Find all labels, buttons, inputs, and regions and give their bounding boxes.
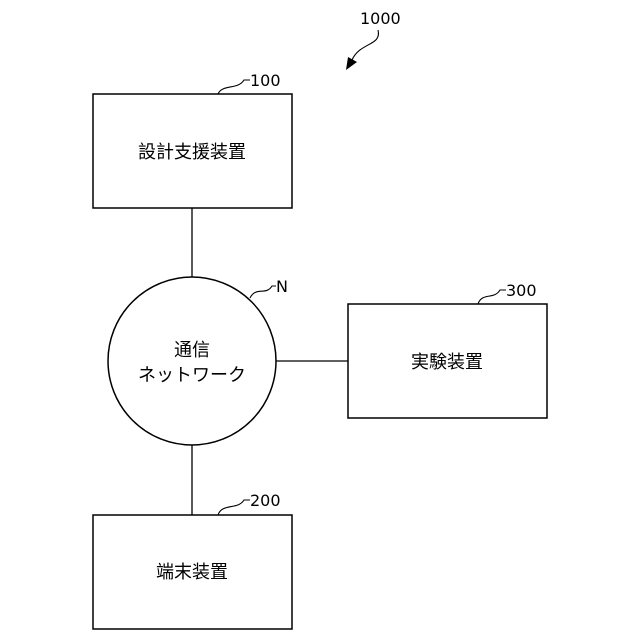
- network-label-line2: ネットワーク: [138, 365, 246, 386]
- terminal-ref-label: 200: [250, 491, 281, 510]
- figure-ref-arrowhead: [346, 57, 357, 70]
- experiment-label: 実験装置: [411, 352, 483, 373]
- network-circle: [108, 277, 276, 445]
- design-support-label: 設計支援装置: [138, 142, 246, 163]
- network-ref-label: N: [276, 277, 288, 296]
- figure-ref-label: 1000: [360, 9, 401, 28]
- design-support-ref-label: 100: [250, 71, 281, 90]
- node-network: 通信 ネットワーク N: [108, 277, 288, 445]
- network-ref-leader: [250, 286, 276, 298]
- figure-ref-arrow: [352, 30, 378, 60]
- node-experiment: 実験装置 300: [348, 281, 547, 418]
- experiment-ref-label: 300: [506, 281, 537, 300]
- node-design-support: 設計支援装置 100: [93, 71, 292, 208]
- terminal-ref-leader: [218, 500, 250, 515]
- design-support-ref-leader: [218, 80, 250, 94]
- network-label-line1: 通信: [174, 340, 210, 361]
- terminal-label: 端末装置: [156, 562, 228, 583]
- experiment-ref-leader: [478, 290, 506, 304]
